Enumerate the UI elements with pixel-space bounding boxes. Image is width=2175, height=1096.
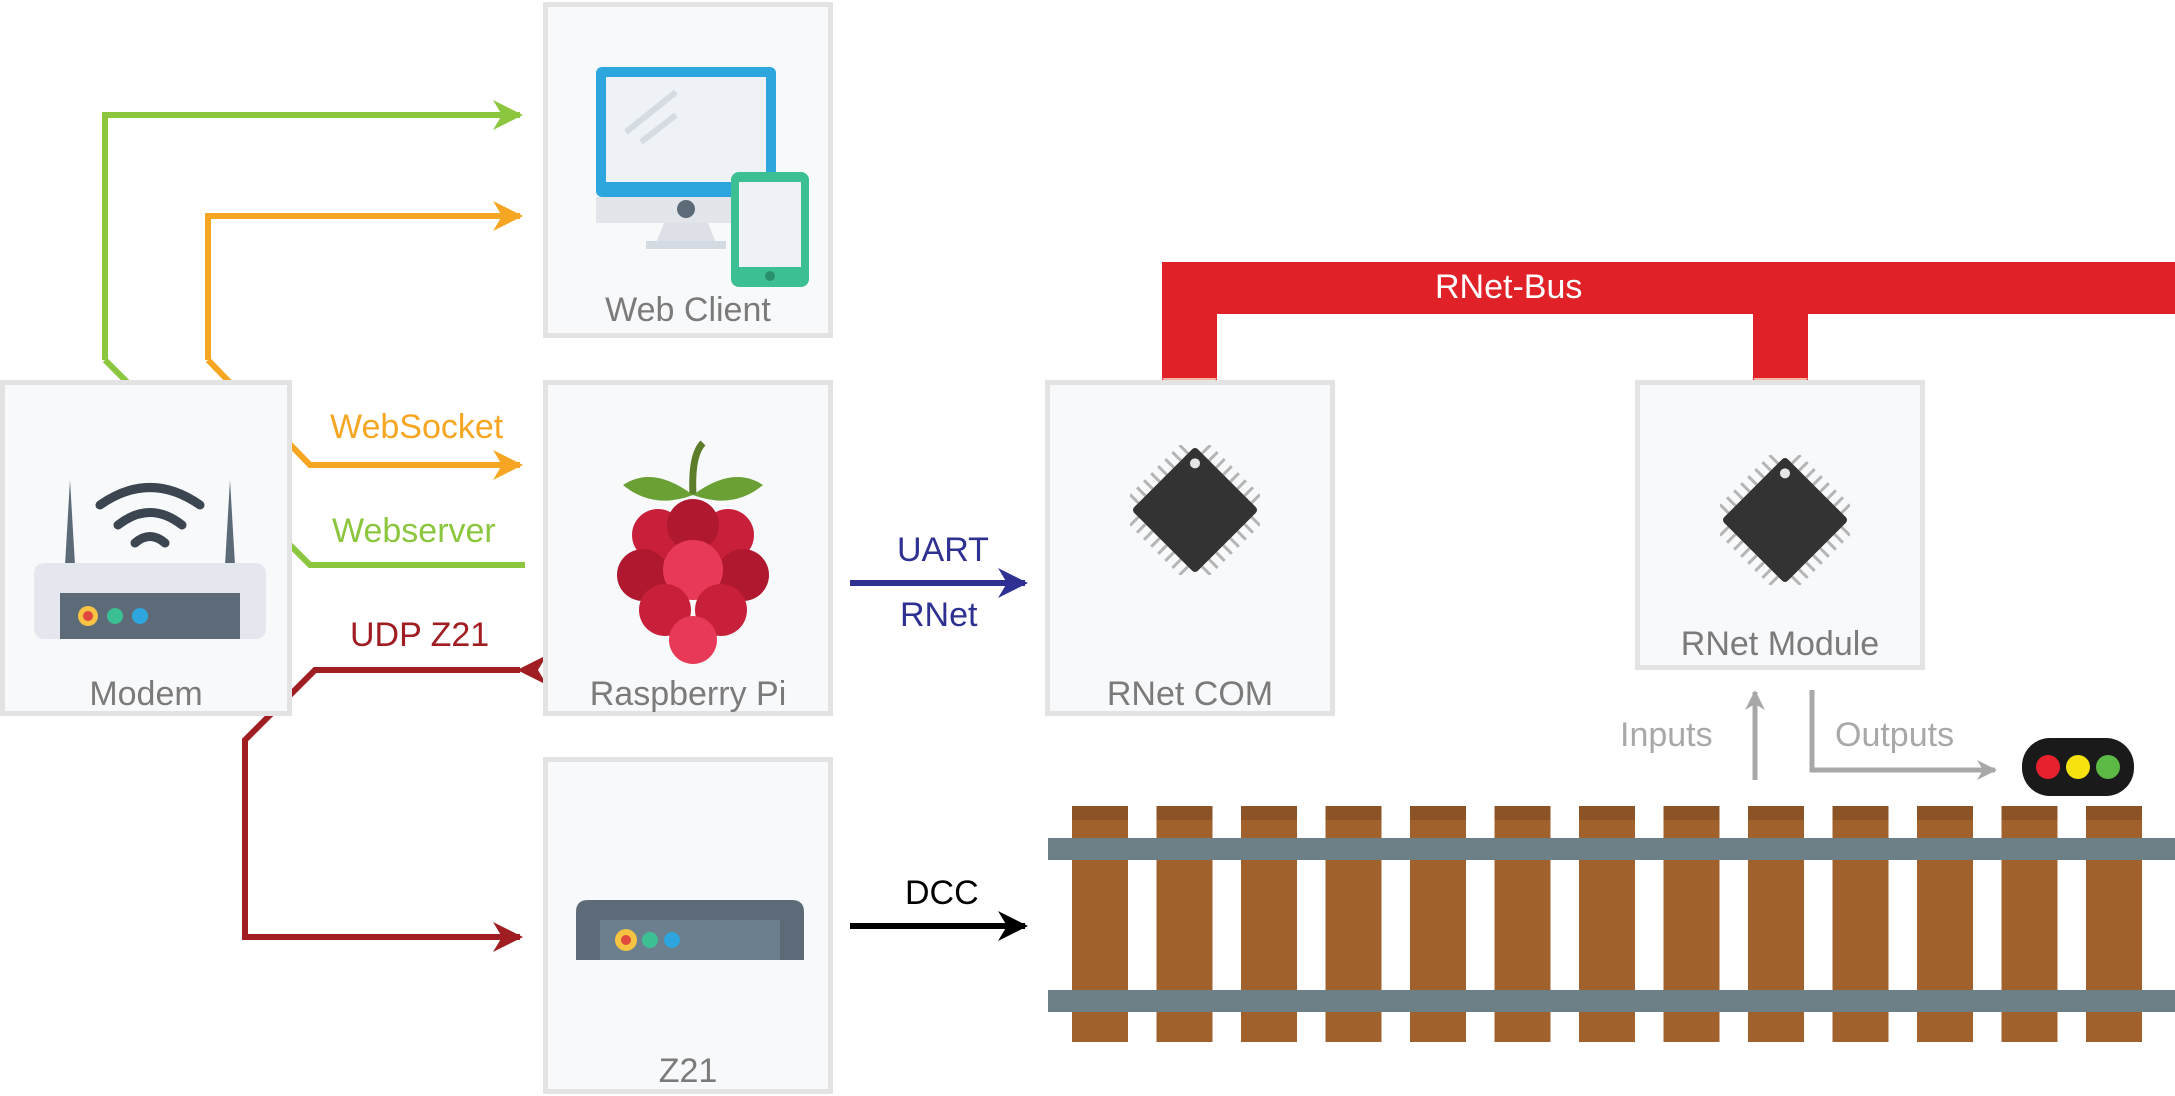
signal-icon xyxy=(2022,738,2134,796)
modem-node: Modem xyxy=(0,380,292,716)
raspberry-icon xyxy=(617,440,769,664)
edge-outputs xyxy=(1809,690,1997,780)
edge-udp-z21 xyxy=(242,655,547,952)
rnet-bus-label: RNet-Bus xyxy=(1435,268,1583,306)
z21-label: Z21 xyxy=(658,1052,718,1090)
raspberry-pi-node: Raspberry Pi xyxy=(543,380,833,716)
track-icon xyxy=(1048,806,2175,1042)
web-client-icon xyxy=(596,67,809,287)
edge-modem-webclient-green xyxy=(102,100,523,360)
z21-icon xyxy=(576,900,804,960)
dcc-label: DCC xyxy=(905,874,979,912)
web-client-label: Web Client xyxy=(605,291,771,329)
modem-label: Modem xyxy=(89,675,203,713)
router-icon xyxy=(34,480,266,639)
web-client-node: Web Client xyxy=(543,2,833,338)
z21-node: Z21 xyxy=(543,757,833,1094)
outputs-label: Outputs xyxy=(1835,716,1955,754)
chip-icon xyxy=(1130,445,1260,575)
rnet-module-node: RNet Module xyxy=(1635,380,1925,670)
rnet-module-label: RNet Module xyxy=(1680,625,1880,663)
webserver-label: Webserver xyxy=(332,512,496,550)
websocket-label: WebSocket xyxy=(330,408,504,446)
edge-modem-webclient-orange xyxy=(205,201,523,360)
uart-label: UART xyxy=(897,531,989,569)
chip-icon xyxy=(1720,455,1850,585)
rnet-label: RNet xyxy=(900,596,978,634)
rnet-com-label: RNet COM xyxy=(1106,675,1274,713)
raspberry-pi-label: Raspberry Pi xyxy=(589,675,787,713)
udp-z21-label: UDP Z21 xyxy=(350,616,490,654)
inputs-label: Inputs xyxy=(1620,716,1713,754)
rnet-com-node: RNet COM xyxy=(1045,380,1335,716)
